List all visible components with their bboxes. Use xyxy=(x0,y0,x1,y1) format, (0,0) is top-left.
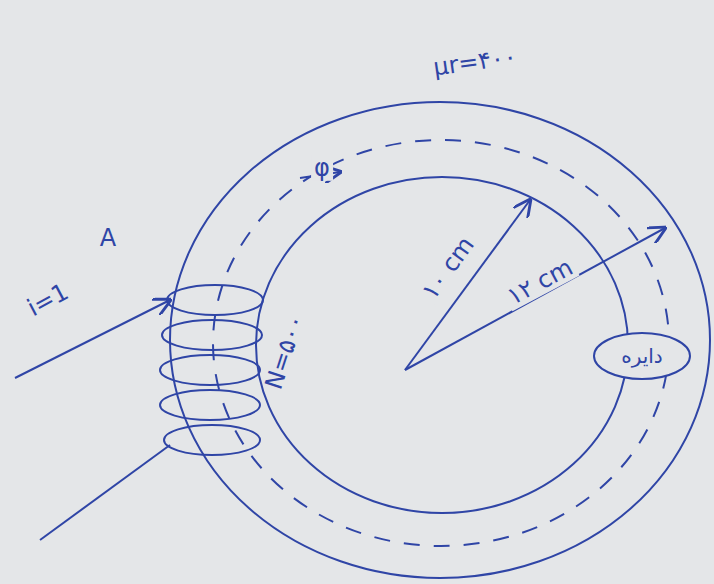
turns-label: N=۵۰۰ xyxy=(260,309,311,396)
permeability-label: μr=۴۰۰ xyxy=(429,43,522,82)
return-wire xyxy=(40,445,170,540)
flux-symbol: φ xyxy=(311,155,333,181)
toroid-inner xyxy=(256,177,628,513)
outer-radius-label: ۱۲ cm xyxy=(500,253,579,312)
inner-radius-label: ۱۰ cm xyxy=(415,230,481,307)
current-unit: A xyxy=(97,225,119,251)
cross-section-ellipse: دایره xyxy=(592,331,692,381)
ellipse-shape xyxy=(594,333,690,379)
toroid-outer xyxy=(170,102,710,578)
cross-section-label: دایره xyxy=(621,344,663,368)
current-label: i=1 xyxy=(21,277,76,323)
coil-winding xyxy=(160,285,263,455)
outer-radius-arrow xyxy=(405,228,665,370)
